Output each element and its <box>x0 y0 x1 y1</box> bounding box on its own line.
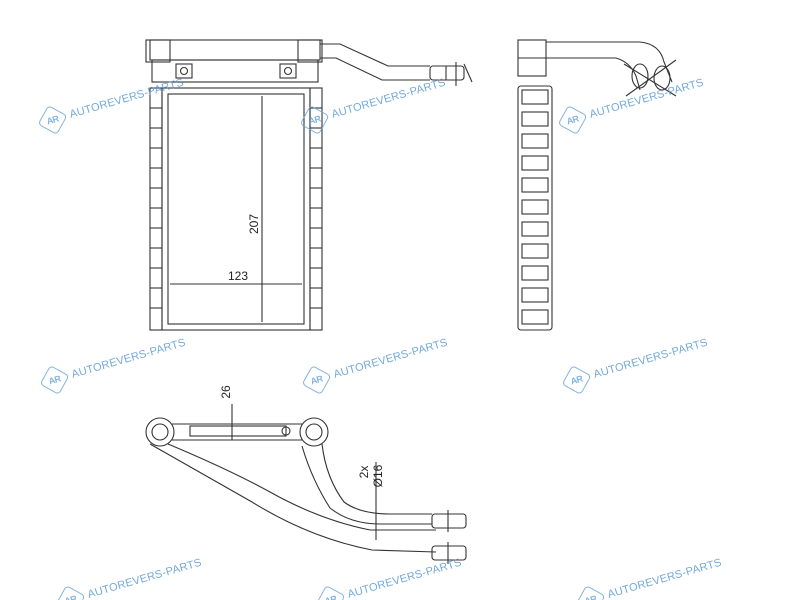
side-plate-right <box>309 87 323 331</box>
top-bar <box>189 425 287 437</box>
bent-pipe-2-outer <box>301 445 432 525</box>
side-pipe-upper <box>546 41 673 83</box>
width-dimension: 123 <box>228 269 248 283</box>
pipe-end-upper <box>431 513 467 529</box>
side-core <box>517 85 553 331</box>
pipe-offset-dimension: 26 <box>219 385 233 399</box>
right-cap <box>297 39 323 63</box>
top-left-boss <box>145 417 175 447</box>
top-view <box>145 404 467 564</box>
mount-tab-left <box>175 63 193 79</box>
pipe-end-fitting <box>429 65 465 81</box>
top-right-boss <box>299 417 329 447</box>
bent-pipe-1-inner <box>149 443 437 553</box>
pipe-count-label: 2x <box>357 466 371 479</box>
bent-pipe-2-inner <box>321 443 432 515</box>
pipe-end-lower <box>431 545 467 561</box>
side-pipe-lower <box>546 57 641 91</box>
side-view <box>517 39 677 331</box>
bent-pipe-1-outer <box>167 443 436 531</box>
right-fin-ribs <box>310 107 322 309</box>
left-cap <box>145 39 171 63</box>
outlet-pipe-upper <box>320 43 430 67</box>
core-inner <box>167 93 305 325</box>
mount-tab-right <box>279 63 297 79</box>
pipe-diameter-label: Ø16 <box>371 464 385 487</box>
outlet-pipe-lower <box>320 57 430 81</box>
front-view <box>145 39 473 331</box>
side-plate-left <box>149 87 163 331</box>
top-tank <box>149 39 321 61</box>
core-frame <box>161 87 311 331</box>
left-fin-ribs <box>150 107 162 309</box>
side-fins <box>521 89 549 325</box>
height-dimension: 207 <box>247 214 261 234</box>
